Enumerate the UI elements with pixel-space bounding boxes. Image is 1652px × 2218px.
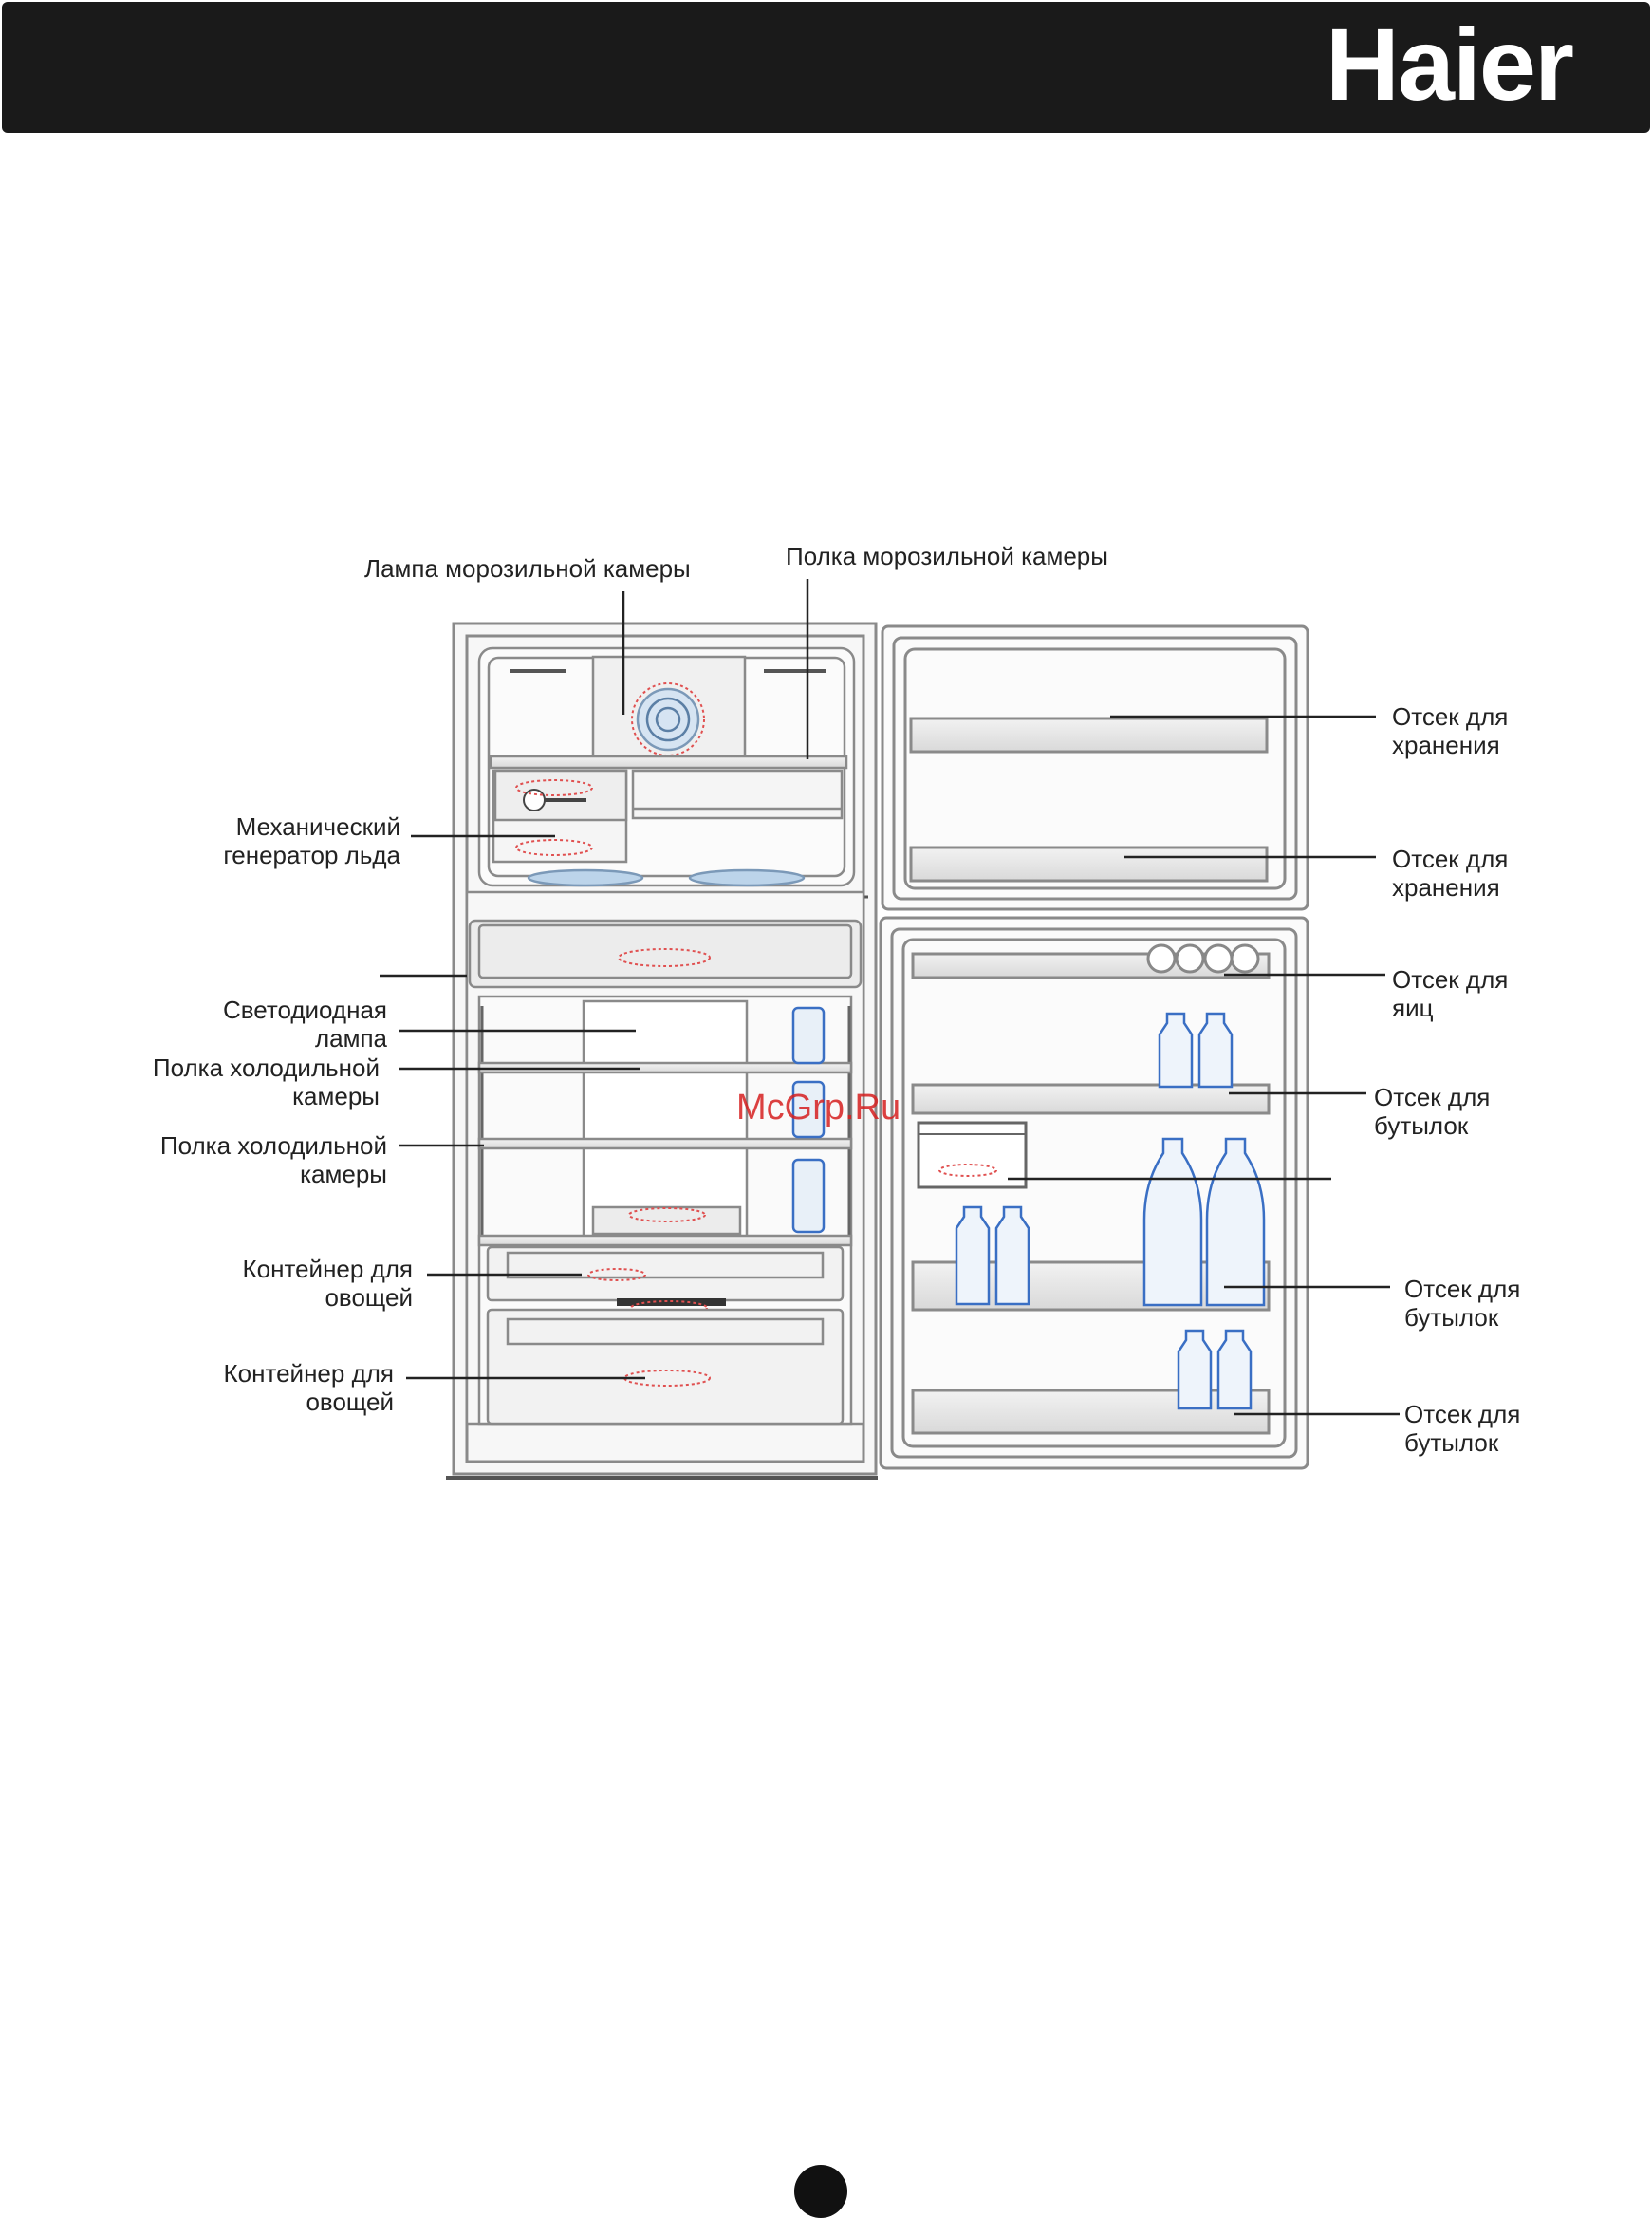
label-freezer-lamp: Лампа морозильной камеры (364, 554, 691, 583)
label-fridge-shelf-2-line1: Полка холодильной (159, 1131, 387, 1160)
label-bottles-2-line2: бутылок (1404, 1303, 1499, 1332)
label-storage-2: Отсек для хранения (1392, 845, 1508, 902)
label-egg-compartment-line2: яиц (1392, 994, 1434, 1022)
label-bottles-1: Отсек для бутылок (1374, 1083, 1490, 1140)
label-fridge-shelf-1-line2: камеры (292, 1082, 380, 1110)
label-freezer-shelf: Полка морозильной камеры (786, 542, 1108, 570)
label-storage-1: Отсек для хранения (1392, 702, 1508, 759)
brand-logo: Haier (1325, 7, 1574, 121)
page-number-dot (794, 2165, 847, 2218)
label-bottles-3: Отсек для бутылок (1404, 1400, 1520, 1457)
label-veg-container-1-line2: овощей (325, 1283, 413, 1312)
label-veg-container-1: Контейнер для овощей (180, 1255, 414, 1312)
label-storage-2-line1: Отсек для (1392, 845, 1509, 873)
label-storage-1-line1: Отсек для (1392, 702, 1509, 731)
label-ice-maker-line1: Механический (235, 812, 400, 841)
label-storage-1-line2: хранения (1392, 731, 1500, 759)
label-bottles-1-line1: Отсек для (1374, 1083, 1491, 1111)
watermark: McGrp.Ru (736, 1088, 901, 1128)
label-veg-container-1-line1: Контейнер для (242, 1255, 414, 1283)
fridge-compartment (465, 890, 865, 1426)
bottles (955, 1012, 1266, 1410)
label-veg-container-2-line1: Контейнер для (223, 1359, 395, 1388)
label-fridge-shelf-2: Полка холодильной камеры (123, 1131, 387, 1188)
freezer-compartment (477, 646, 868, 899)
label-bottles-1-line2: бутылок (1374, 1111, 1469, 1140)
leader-lines (380, 579, 1400, 1416)
label-led-lamp: Светодиодная лампа (152, 996, 387, 1053)
label-bottles-2: Отсек для бутылок (1404, 1275, 1520, 1332)
label-led-lamp-line1: Светодиодная (222, 996, 387, 1024)
label-bottles-3-line1: Отсек для (1404, 1400, 1521, 1428)
label-veg-container-2: Контейнер для овощей (161, 1359, 395, 1416)
header-bar: Haier (2, 2, 1650, 133)
label-ice-maker-line2: генератор льда (223, 841, 400, 869)
label-led-lamp-line2: лампа (314, 1024, 387, 1053)
label-ice-maker: Механический генератор льда (161, 812, 400, 869)
label-fridge-shelf-1: Полка холодильной камеры (114, 1053, 380, 1110)
label-storage-2-line2: хранения (1392, 873, 1500, 902)
label-egg-compartment: Отсек для яиц (1392, 965, 1508, 1022)
label-fridge-shelf-1-line1: Полка холодильной (152, 1053, 380, 1082)
label-veg-container-2-line2: овощей (306, 1388, 394, 1416)
label-bottles-2-line1: Отсек для (1404, 1275, 1521, 1303)
freezer-door (881, 624, 1309, 911)
label-bottles-3-line2: бутылок (1404, 1428, 1499, 1457)
label-fridge-shelf-2-line2: камеры (300, 1160, 387, 1188)
label-egg-compartment-line1: Отсек для (1392, 965, 1509, 994)
